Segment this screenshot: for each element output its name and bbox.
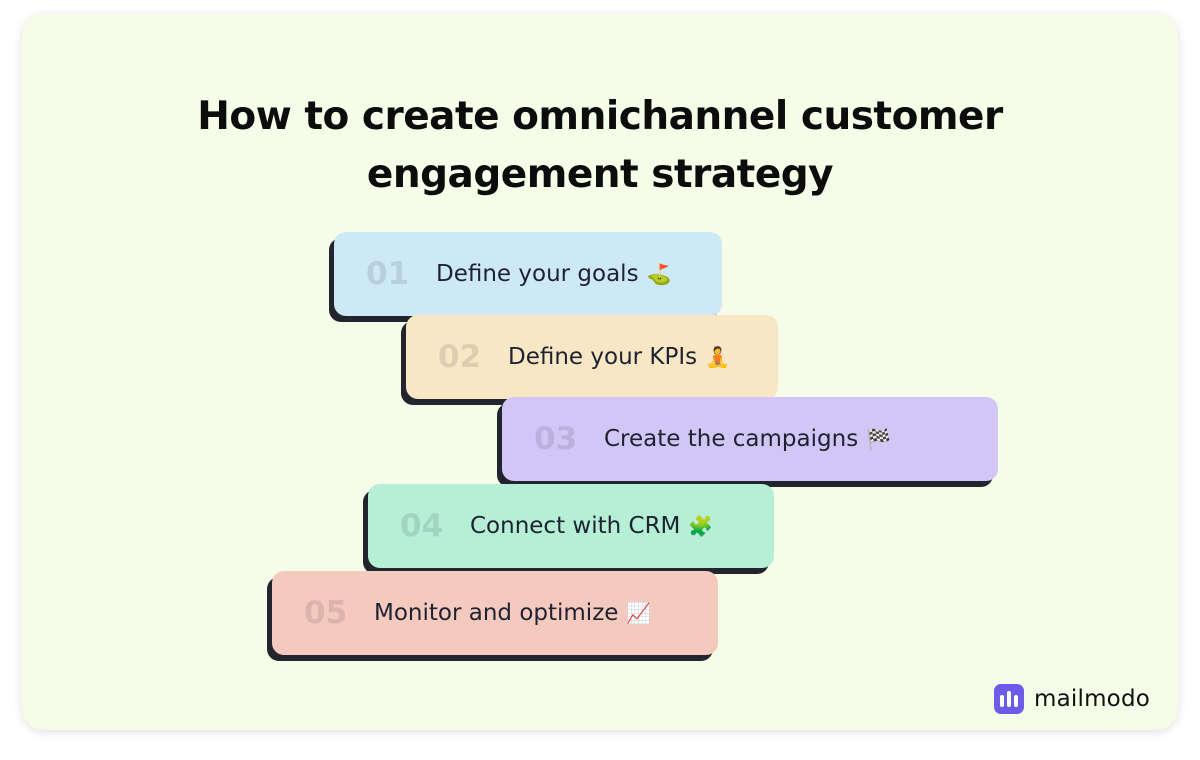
step-label: Create the campaigns xyxy=(604,426,859,452)
step-connect-crm: 04 Connect with CRM 🧩 xyxy=(368,484,774,568)
step-label: Define your goals xyxy=(436,261,639,287)
step-create-campaigns: 03 Create the campaigns 🏁 xyxy=(502,397,998,481)
step-number: 05 xyxy=(304,595,348,631)
step-number: 03 xyxy=(534,421,578,457)
step-number: 04 xyxy=(400,508,444,544)
step-number: 02 xyxy=(438,339,482,375)
page-title: How to create omnichannel customer engag… xyxy=(22,88,1178,204)
step-label: Connect with CRM xyxy=(470,513,681,539)
step-define-goals: 01 Define your goals ⛳ xyxy=(334,232,722,316)
title-line-2: engagement strategy xyxy=(366,152,834,197)
step-label: Monitor and optimize xyxy=(374,600,619,626)
logo-text: mailmodo xyxy=(1034,686,1151,712)
checkered-flag-icon: 🏁 xyxy=(866,427,892,451)
title-line-1: How to create omnichannel customer xyxy=(197,94,1003,139)
puzzle-piece-icon: 🧩 xyxy=(688,514,714,538)
chart-increasing-icon: 📈 xyxy=(626,601,652,625)
mailmodo-logo-icon xyxy=(994,684,1024,714)
step-monitor-optimize: 05 Monitor and optimize 📈 xyxy=(272,571,718,655)
step-number: 01 xyxy=(366,256,410,292)
infographic-card: How to create omnichannel customer engag… xyxy=(22,14,1178,730)
golf-flag-icon: ⛳ xyxy=(646,262,672,286)
person-meditating-icon: 🧘 xyxy=(705,345,731,369)
step-label: Define your KPIs xyxy=(508,344,698,370)
step-define-kpis: 02 Define your KPIs 🧘 xyxy=(406,315,778,399)
mailmodo-logo: mailmodo xyxy=(994,684,1150,714)
